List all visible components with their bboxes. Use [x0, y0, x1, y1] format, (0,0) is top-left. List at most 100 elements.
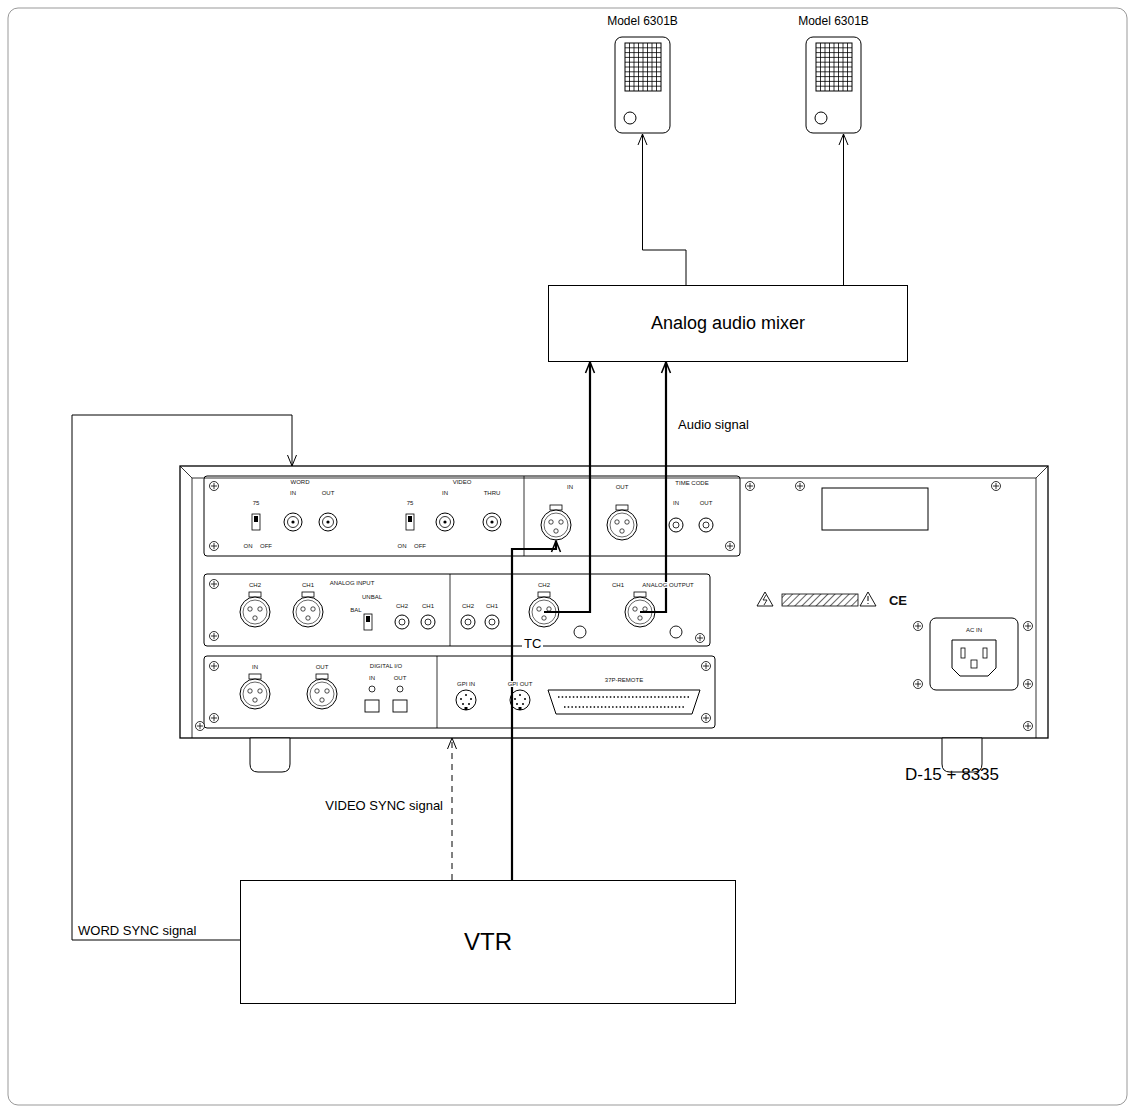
speaker-node: Model 6301B: [614, 36, 671, 134]
grille-line: [816, 76, 852, 77]
arrow-head: [448, 738, 457, 749]
grille-line: [625, 86, 661, 87]
panel-label: OUT: [315, 664, 330, 670]
device-chassis: [180, 466, 1048, 772]
optical-port: [393, 700, 407, 712]
screw: [1024, 722, 1033, 731]
panel-label: 37P-REMOTE: [604, 677, 644, 683]
connector-line: [72, 415, 292, 940]
panel-label: OUT: [321, 490, 336, 496]
grille-line: [816, 47, 852, 48]
xlr-jack: [240, 592, 270, 627]
device-node: D-15 + 8335: [180, 466, 1048, 738]
connector: [638, 134, 686, 285]
chassis-bevel: [180, 466, 1048, 738]
ground-post: [670, 626, 682, 638]
panel-label: GPI IN: [456, 681, 476, 687]
rca-jack: [699, 518, 713, 532]
speaker-cabinet: [615, 37, 670, 133]
xlr-jack: [240, 674, 270, 709]
optical-led: [369, 686, 375, 692]
connector-line: [640, 362, 666, 612]
edge-label: Audio signal: [676, 418, 751, 433]
xlr-jack: [607, 505, 637, 540]
grille-line: [816, 57, 852, 58]
grille-line: [625, 76, 661, 77]
grille-line: [816, 67, 852, 68]
panel-row: [204, 476, 740, 556]
grille-line: [625, 71, 661, 72]
page-frame: [8, 8, 1127, 1105]
screw: [696, 634, 705, 643]
connector-line: [544, 362, 590, 612]
arrow-head: [586, 362, 595, 373]
panel-label: CH1: [421, 603, 435, 609]
screw: [210, 662, 219, 671]
connector: [839, 134, 848, 285]
rca-jack: [669, 518, 683, 532]
speaker-symbol: [614, 36, 671, 134]
node-title: D-15 + 8335: [905, 765, 999, 785]
connector: [448, 738, 457, 880]
speaker-port: [815, 112, 827, 124]
panel-label: OUT: [615, 484, 630, 490]
speaker-cabinet: [806, 37, 861, 133]
panel-label: ON: [397, 543, 408, 549]
panel-label: CH1: [485, 603, 499, 609]
grille-line: [625, 47, 661, 48]
edge-label: VIDEO SYNC signal: [323, 799, 445, 814]
node-title: Analog audio mixer: [651, 313, 805, 334]
arrow-head: [552, 541, 561, 552]
node-title: Model 6301B: [798, 15, 869, 29]
screw: [1024, 680, 1033, 689]
panel-label: CH1: [611, 582, 625, 588]
screw: [702, 714, 711, 723]
panel-label: 75: [252, 500, 261, 506]
panel-label: IN: [672, 500, 680, 506]
node-title: Model 6301B: [607, 15, 678, 29]
grille-line: [625, 57, 661, 58]
switch: [364, 614, 372, 630]
bnc-jack: [483, 513, 501, 531]
caution-label: [782, 594, 858, 606]
panel-label: CH1: [301, 582, 315, 588]
rca-jack: [395, 615, 409, 629]
vtr-box: VTR: [240, 880, 736, 1004]
chassis-outline: [180, 466, 1048, 738]
switch: [252, 514, 260, 530]
panel-divider: [437, 656, 438, 728]
grille-line: [816, 52, 852, 53]
screw: [914, 680, 923, 689]
panel-label: IN: [566, 484, 574, 490]
ac-pin: [983, 648, 987, 658]
panel-label: CH2: [461, 603, 475, 609]
ground-post: [574, 626, 586, 638]
panel-label: OUT: [393, 675, 408, 681]
panel-label: ANALOG OUTPUT: [641, 582, 694, 588]
grille-line: [625, 62, 661, 63]
xlr-jack: [529, 592, 559, 627]
panel-label: GPI OUT: [507, 681, 534, 687]
connector: [544, 362, 595, 612]
panel-row: [204, 574, 710, 646]
bnc-jack: [319, 513, 337, 531]
screw: [726, 542, 735, 551]
screw: [210, 542, 219, 551]
panel-label: CE: [888, 594, 908, 607]
grille-line: [816, 81, 852, 82]
panel-label: OUT: [699, 500, 714, 506]
xlr-jack: [625, 592, 655, 627]
speaker-symbol: [805, 36, 862, 134]
warning-triangle: [757, 592, 773, 606]
optical-led: [397, 686, 403, 692]
panel-label: VIDEO: [452, 479, 473, 485]
warning-triangle: [860, 592, 876, 606]
connector: [640, 362, 671, 612]
screw: [746, 482, 755, 491]
panel-label: 75: [406, 500, 415, 506]
connector-line: [843, 134, 844, 285]
arrow-head: [638, 134, 647, 145]
foot: [250, 738, 290, 772]
